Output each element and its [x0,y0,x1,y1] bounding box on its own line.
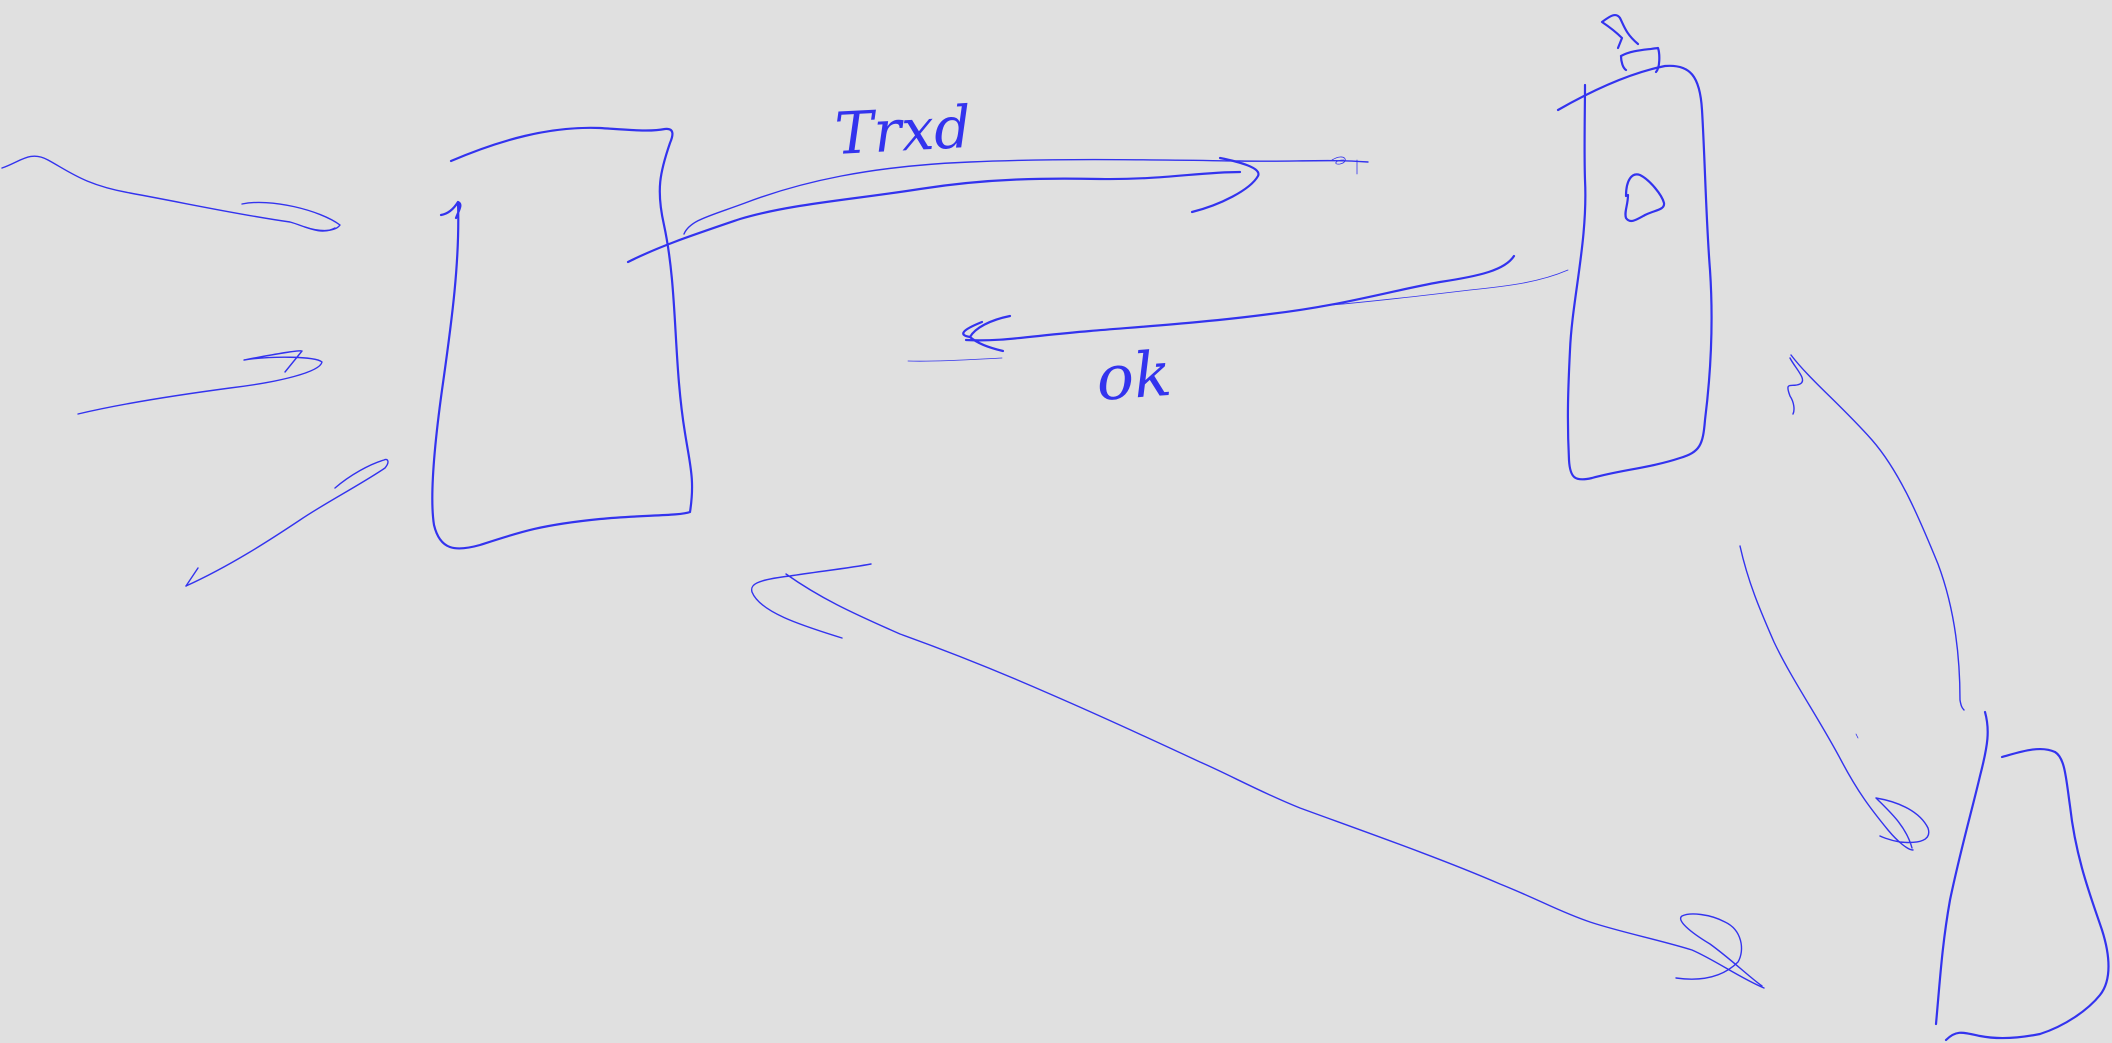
right-lower-curve [1739,545,1914,851]
left-lower-arrow [185,458,389,587]
left-box [431,126,694,550]
long-diagonal-arrow-tail [1675,913,1763,987]
bottom-arrow-label: ok [1094,337,1174,415]
bottom-arrow-shaft [964,254,1516,342]
top-arrow-shaft-outer [683,158,1369,235]
left-wavy-stroke [1,155,336,232]
top-arrow-label: Trxd [833,93,973,168]
bottom-arrow-tail-faint [907,357,1003,362]
drop-icon [1624,173,1666,223]
right-upper-curve-tail [1787,357,1804,415]
top-arrow-shaft-inner [626,170,1242,264]
right-tall-box [1556,64,1713,481]
left-lower-arrow-tail [185,567,199,587]
top-arrow-tail-mark [1331,156,1358,175]
left-wavy-stroke-arrowhead [241,201,341,232]
bottom-right-box [1934,710,2110,1042]
long-diagonal-arrow-head [750,563,872,639]
right-upper-curve [1790,354,1965,711]
long-diagonal-arrow-shaft [785,573,1765,989]
antenna-tip-icon [1600,13,1640,50]
right-lower-curve-arrowhead [1875,797,1930,849]
left-middle-stroke [77,350,323,415]
antenna-icon [1619,46,1661,74]
long-diagonal-arrow-tail-dot [1855,733,1859,739]
top-arrow-head [1190,156,1260,214]
bottom-arrow-shaft-faint [1319,269,1569,307]
bottom-arrow-head [962,314,1012,353]
